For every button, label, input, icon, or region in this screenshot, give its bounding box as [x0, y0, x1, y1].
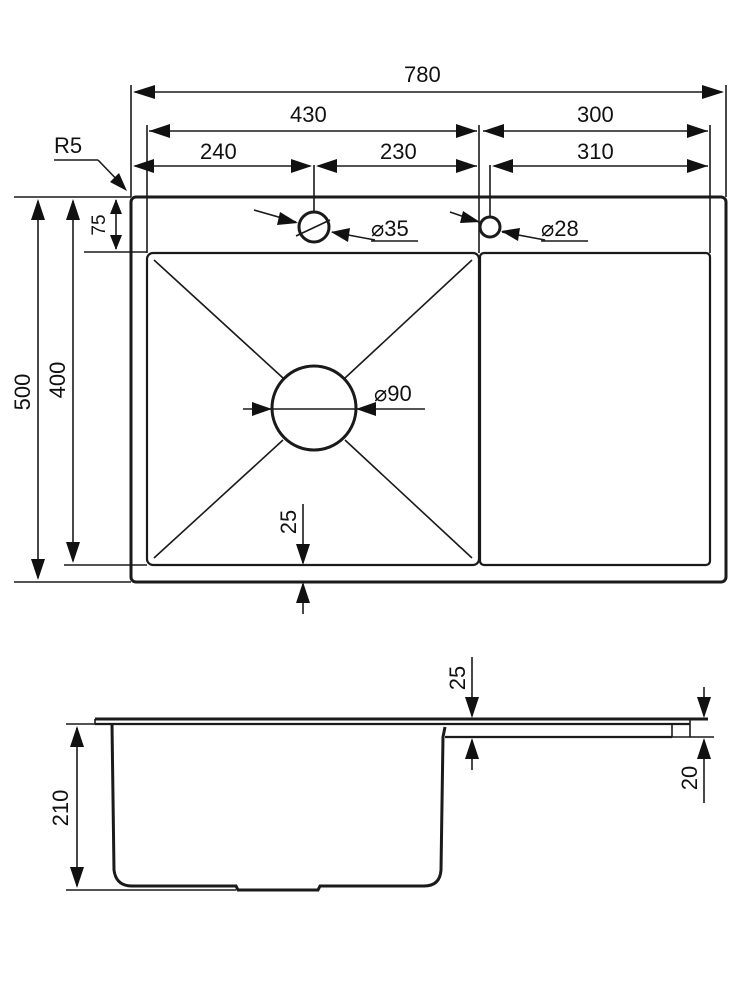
dim-25-bottom: 25	[276, 504, 310, 614]
dim-430: 430	[149, 102, 477, 138]
tap-hole-35-label: ⌀35	[371, 216, 409, 241]
svg-text:240: 240	[200, 139, 237, 164]
svg-text:310: 310	[577, 139, 614, 164]
svg-text:300: 300	[577, 102, 614, 127]
top-view: ⌀90 ⌀35 ⌀28 780	[10, 62, 728, 614]
svg-text:430: 430	[290, 102, 327, 127]
dim-75: 75	[89, 199, 122, 250]
dim-25-side: 25	[445, 657, 479, 770]
dim-300: 300	[483, 102, 708, 138]
svg-text:75: 75	[89, 214, 110, 235]
svg-text:780: 780	[404, 62, 441, 87]
dim-780: 780	[133, 62, 724, 99]
dim-500: 500	[10, 199, 45, 580]
svg-text:210: 210	[48, 790, 73, 827]
dim-240: 240	[133, 139, 312, 173]
svg-text:R5: R5	[54, 133, 82, 158]
svg-text:20: 20	[677, 766, 702, 790]
tap-hole-28	[478, 215, 502, 239]
dim-400: 400	[45, 199, 80, 563]
svg-text:25: 25	[276, 510, 301, 534]
bowl-profile	[110, 724, 447, 892]
svg-text:230: 230	[380, 139, 417, 164]
svg-text:25: 25	[445, 666, 470, 690]
svg-text:500: 500	[10, 374, 35, 411]
drainboard-outline	[478, 251, 712, 567]
svg-text:400: 400	[45, 362, 70, 399]
sink-outline	[129, 195, 728, 584]
bowl-slope-lines	[153, 259, 473, 559]
dim-310: 310	[492, 139, 708, 173]
dim-210: 210	[48, 723, 236, 891]
side-view: 210 25 20	[48, 657, 714, 892]
dim-20: 20	[677, 687, 714, 803]
drain-diameter-label: ⌀90	[374, 381, 412, 406]
dim-230: 230	[316, 139, 477, 173]
drain-circle	[270, 364, 358, 452]
tap-hole-28-label: ⌀28	[541, 216, 579, 241]
dim-r5: R5	[54, 133, 127, 191]
